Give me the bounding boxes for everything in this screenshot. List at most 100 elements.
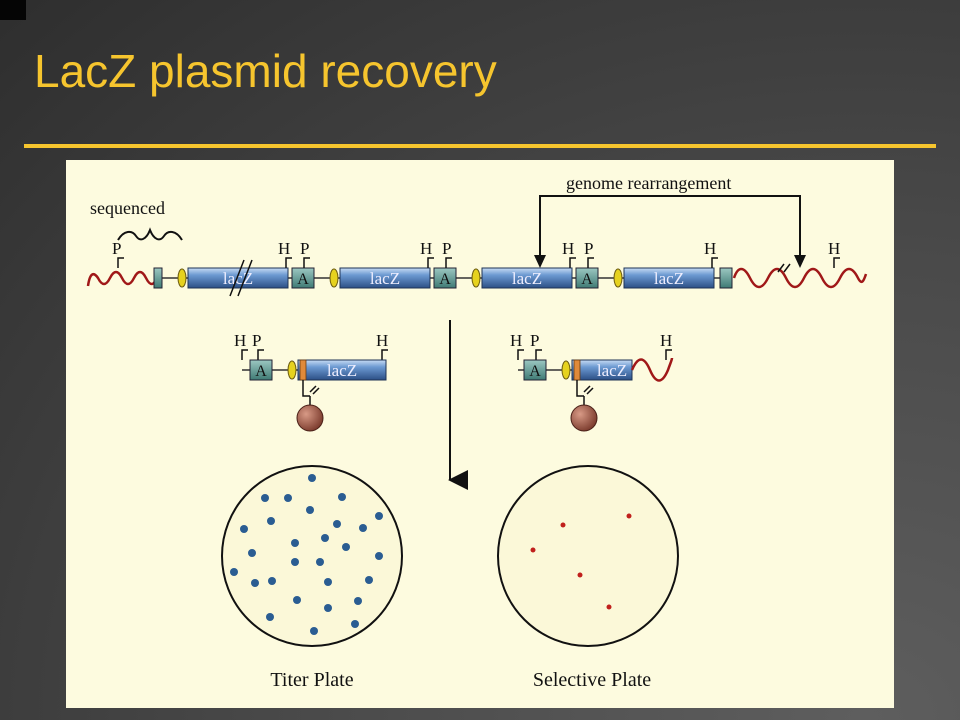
a-block-stub-left bbox=[153, 267, 163, 289]
marker-ellipse bbox=[613, 268, 623, 288]
marker-ellipse bbox=[287, 360, 297, 380]
colony bbox=[606, 604, 612, 610]
site-p-label: P bbox=[584, 239, 593, 258]
marker-ellipse bbox=[329, 268, 339, 288]
corner-mark bbox=[0, 0, 26, 20]
colony bbox=[267, 517, 275, 525]
colony bbox=[240, 525, 248, 533]
colony bbox=[284, 494, 292, 502]
lacz-block bbox=[297, 359, 387, 381]
colony bbox=[261, 494, 269, 502]
slide-title: LacZ plasmid recovery bbox=[34, 45, 497, 97]
a-label: A bbox=[439, 271, 451, 288]
a-label: A bbox=[581, 271, 593, 288]
selective-plate bbox=[497, 465, 679, 647]
ori-segment bbox=[573, 359, 581, 381]
site-h-label: H bbox=[234, 331, 246, 350]
diagram-canvas: sequenced genome rearrangement lacZ A la… bbox=[86, 173, 868, 691]
colony bbox=[333, 520, 341, 528]
colony bbox=[354, 597, 362, 605]
site-h-label: H bbox=[704, 239, 716, 258]
colony bbox=[268, 577, 276, 585]
restriction-site: P bbox=[112, 239, 124, 268]
colony bbox=[291, 539, 299, 547]
rearrangement-arrowhead-left bbox=[534, 255, 546, 268]
genomic-dna-right bbox=[732, 267, 868, 289]
lacz-label: lacZ bbox=[512, 269, 542, 288]
colony bbox=[626, 513, 632, 519]
site-h-label: H bbox=[510, 331, 522, 350]
rearrangement-arrowhead-right bbox=[794, 255, 806, 268]
site-p-label: P bbox=[530, 331, 539, 350]
a-label: A bbox=[529, 363, 541, 380]
lacz-partial-label: lacZ bbox=[597, 361, 627, 380]
a-block-stub-right bbox=[719, 267, 733, 289]
site-h-label: H bbox=[278, 239, 290, 258]
site-h-label: H bbox=[376, 331, 388, 350]
colony bbox=[324, 578, 332, 586]
site-h-label: H bbox=[562, 239, 574, 258]
restriction-site: H P bbox=[562, 239, 594, 268]
lacz-block bbox=[623, 267, 715, 289]
lacz-block bbox=[187, 267, 289, 289]
bead-linker bbox=[302, 380, 320, 397]
colony bbox=[230, 568, 238, 576]
colony bbox=[338, 493, 346, 501]
lacz-block bbox=[481, 267, 573, 289]
break-mark-right bbox=[777, 263, 791, 273]
sequenced-label: sequenced bbox=[90, 198, 165, 218]
lacz-label: lacZ bbox=[370, 269, 400, 288]
marker-ellipse bbox=[561, 360, 571, 380]
genomic-dna-flank bbox=[630, 357, 674, 382]
restriction-site: H P bbox=[420, 239, 452, 268]
selective-plate-label: Selective Plate bbox=[533, 669, 651, 691]
colony bbox=[324, 604, 332, 612]
colony bbox=[248, 549, 256, 557]
genomic-dna-left bbox=[86, 270, 158, 287]
rescued-plasmid-left: H P H A lacZ bbox=[234, 331, 388, 432]
bead bbox=[296, 404, 324, 432]
site-p-label: P bbox=[442, 239, 451, 258]
titer-plate-label: Titer Plate bbox=[270, 669, 353, 691]
colony bbox=[359, 524, 367, 532]
a-block bbox=[433, 267, 457, 289]
colony bbox=[342, 543, 350, 551]
colony bbox=[308, 474, 316, 482]
restriction-site: H P bbox=[278, 239, 310, 268]
colony bbox=[266, 613, 274, 621]
a-block bbox=[249, 359, 273, 381]
site-p-label: P bbox=[300, 239, 309, 258]
diagram-panel: sequenced genome rearrangement lacZ A la… bbox=[66, 160, 894, 708]
colony bbox=[560, 522, 566, 528]
site-p-label: P bbox=[252, 331, 261, 350]
selective-colonies bbox=[530, 513, 632, 610]
marker-ellipse bbox=[177, 268, 187, 288]
lacz-label: lacZ bbox=[654, 269, 684, 288]
colony bbox=[351, 620, 359, 628]
colony bbox=[375, 512, 383, 520]
a-block bbox=[575, 267, 599, 289]
colony bbox=[291, 558, 299, 566]
colony bbox=[365, 576, 373, 584]
break-mark bbox=[229, 259, 253, 297]
rearrangement-bracket bbox=[539, 195, 801, 260]
a-label: A bbox=[297, 271, 309, 288]
restriction-site: H bbox=[704, 239, 718, 268]
lacz-label: lacZ bbox=[223, 269, 253, 288]
a-block bbox=[291, 267, 315, 289]
lacz-block bbox=[339, 267, 431, 289]
title-rule bbox=[24, 144, 936, 148]
colony bbox=[310, 627, 318, 635]
titer-colonies bbox=[230, 474, 383, 635]
colony bbox=[530, 547, 536, 553]
a-label: A bbox=[255, 363, 267, 380]
bead-linker bbox=[576, 380, 594, 397]
marker-ellipse bbox=[471, 268, 481, 288]
site-h-label: H bbox=[660, 331, 672, 350]
colony bbox=[316, 558, 324, 566]
genome-rearrangement-label: genome rearrangement bbox=[566, 173, 731, 193]
colony bbox=[251, 579, 259, 587]
colony bbox=[375, 552, 383, 560]
sequenced-brace bbox=[117, 227, 183, 241]
site-p-label: P bbox=[112, 239, 121, 258]
